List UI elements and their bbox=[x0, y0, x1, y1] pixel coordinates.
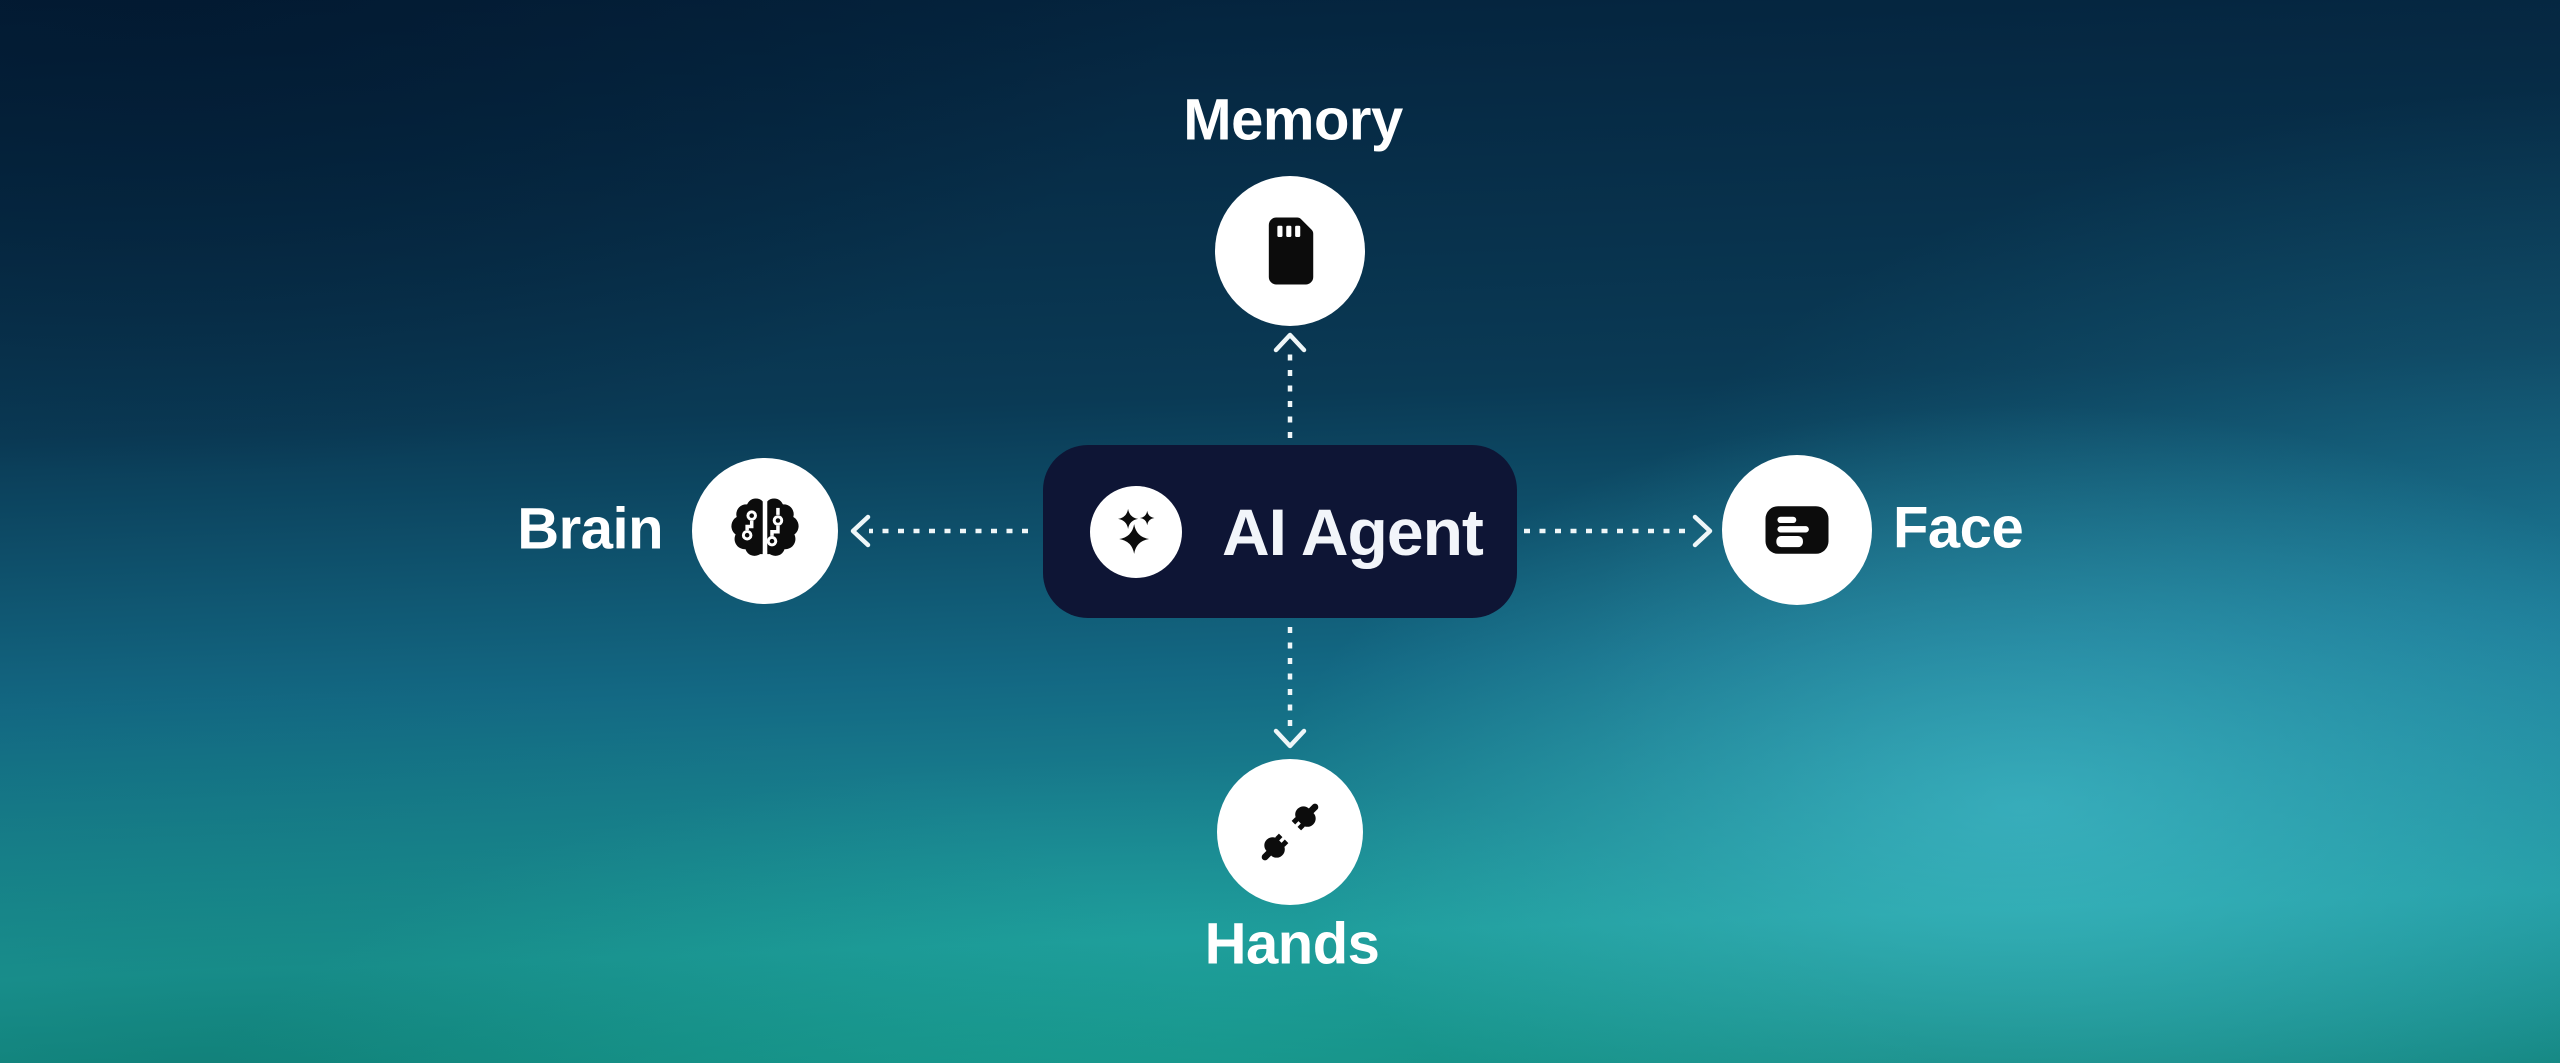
node-hands bbox=[1217, 759, 1363, 905]
node-label-face: Face bbox=[1893, 495, 2024, 561]
interface-card-icon bbox=[1765, 506, 1829, 554]
node-face bbox=[1722, 455, 1872, 605]
node-label-brain: Brain bbox=[517, 496, 663, 562]
arrow-to-brain bbox=[850, 514, 1028, 548]
memory-card-icon bbox=[1268, 217, 1314, 285]
sparkles-icon-circle bbox=[1090, 485, 1182, 578]
node-label-hands: Hands bbox=[1204, 911, 1380, 977]
node-label-memory: Memory bbox=[1183, 87, 1403, 153]
arrow-to-memory bbox=[1273, 332, 1307, 438]
plug-icon bbox=[1261, 803, 1319, 861]
ai-agent-label: AI Agent bbox=[1222, 494, 1484, 569]
ai-agent-node: AI Agent bbox=[1043, 445, 1517, 618]
arrow-to-hands bbox=[1273, 627, 1307, 749]
brain-circuit-icon bbox=[731, 497, 799, 559]
arrow-to-face bbox=[1524, 514, 1713, 548]
sparkles-icon bbox=[1118, 508, 1155, 554]
node-memory bbox=[1215, 176, 1365, 326]
node-brain bbox=[692, 458, 838, 604]
